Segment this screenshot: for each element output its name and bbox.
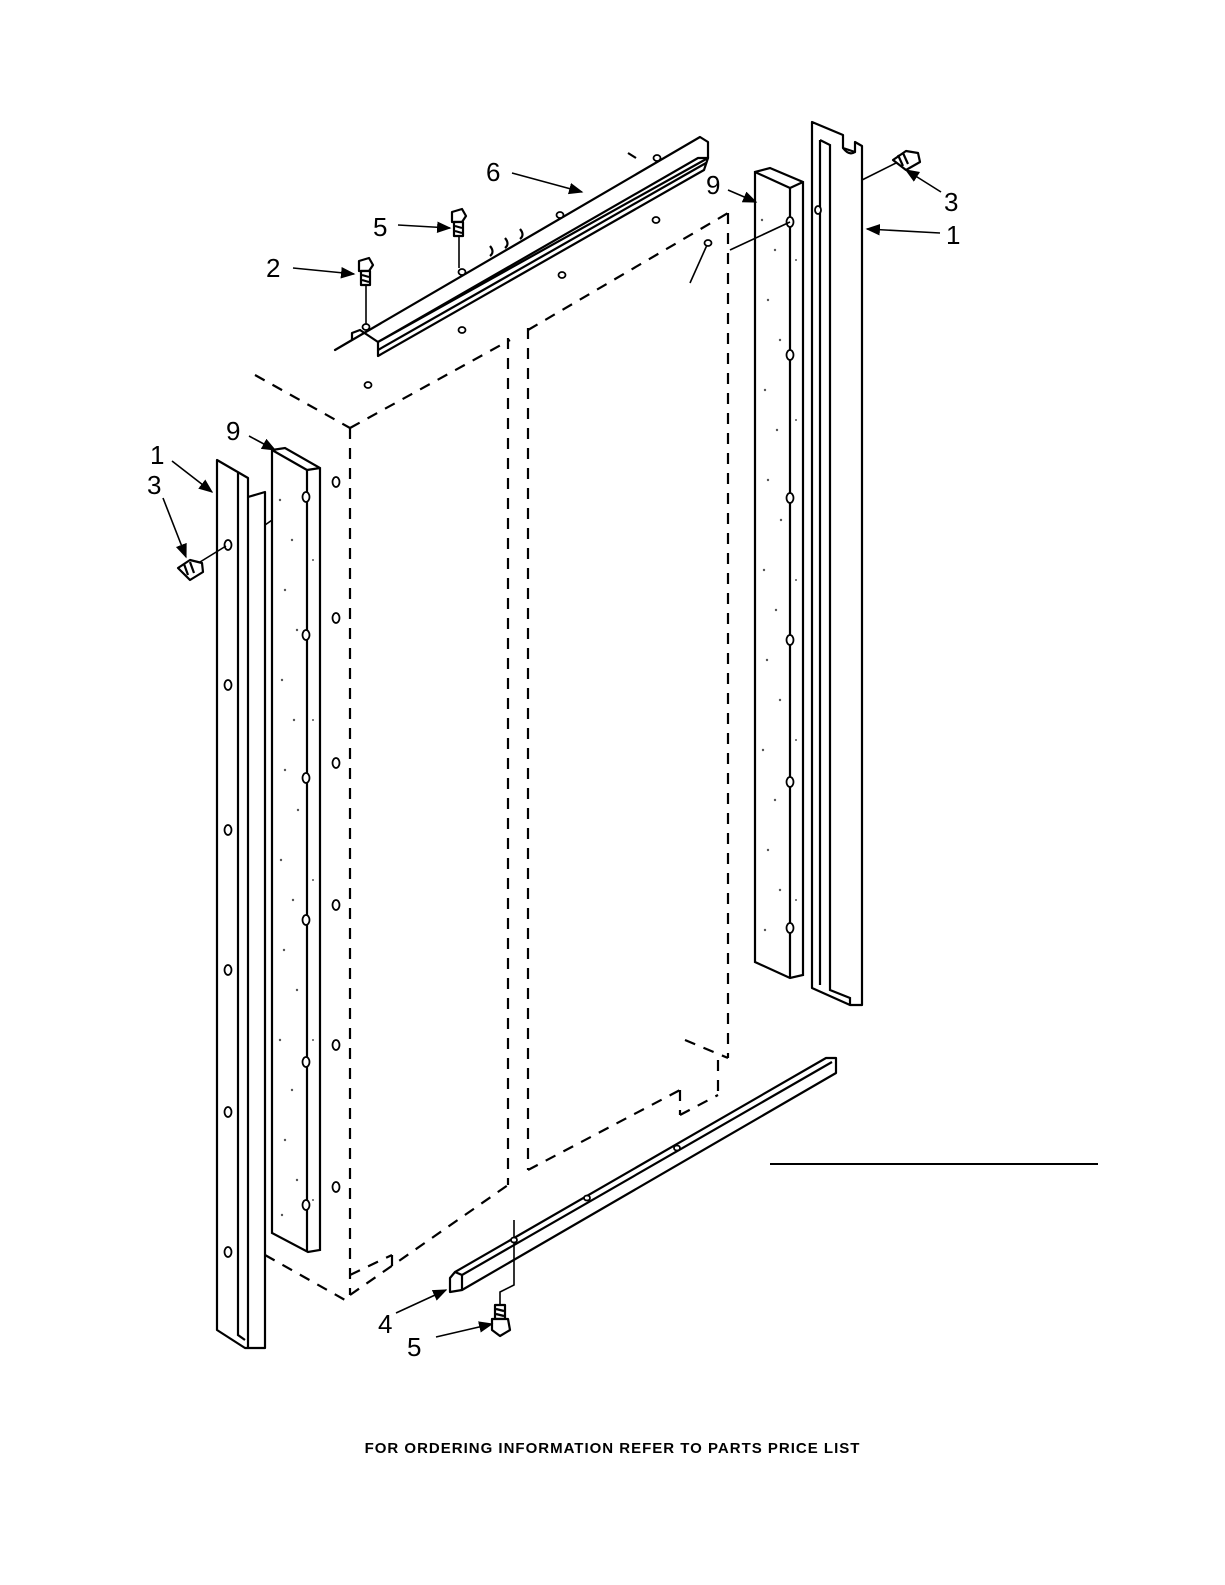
callout-1-left: 1 [150, 440, 164, 470]
callout-3-right: 3 [944, 187, 958, 217]
side-channel-part-1-right [812, 122, 898, 1005]
cabinet-holes [333, 477, 340, 1192]
callout-1-right: 1 [946, 220, 960, 250]
callout-5-bottom: 5 [407, 1332, 421, 1362]
callout-3-left: 3 [147, 470, 161, 500]
screw-part-3-right [893, 151, 920, 170]
ordering-info-footer: FOR ORDERING INFORMATION REFER TO PARTS … [0, 1440, 1225, 1457]
foam-strip-part-9-right [730, 168, 803, 978]
horizontal-rule [770, 1163, 1098, 1165]
callout-9-right: 9 [706, 170, 720, 200]
screw-part-3-left [178, 560, 203, 580]
callout-5-top: 5 [373, 212, 387, 242]
top-rail-part-6 [335, 137, 712, 388]
callout-2: 2 [266, 253, 280, 283]
cabinet-outline [255, 153, 728, 1300]
callout-4: 4 [378, 1309, 392, 1339]
callout-9-left: 9 [226, 416, 240, 446]
screw-part-5-bottom [492, 1305, 510, 1336]
foam-strip-part-9-left [272, 448, 320, 1252]
screw-part-2 [359, 258, 373, 324]
callout-6: 6 [486, 157, 500, 187]
screw-part-5-top [452, 209, 466, 268]
